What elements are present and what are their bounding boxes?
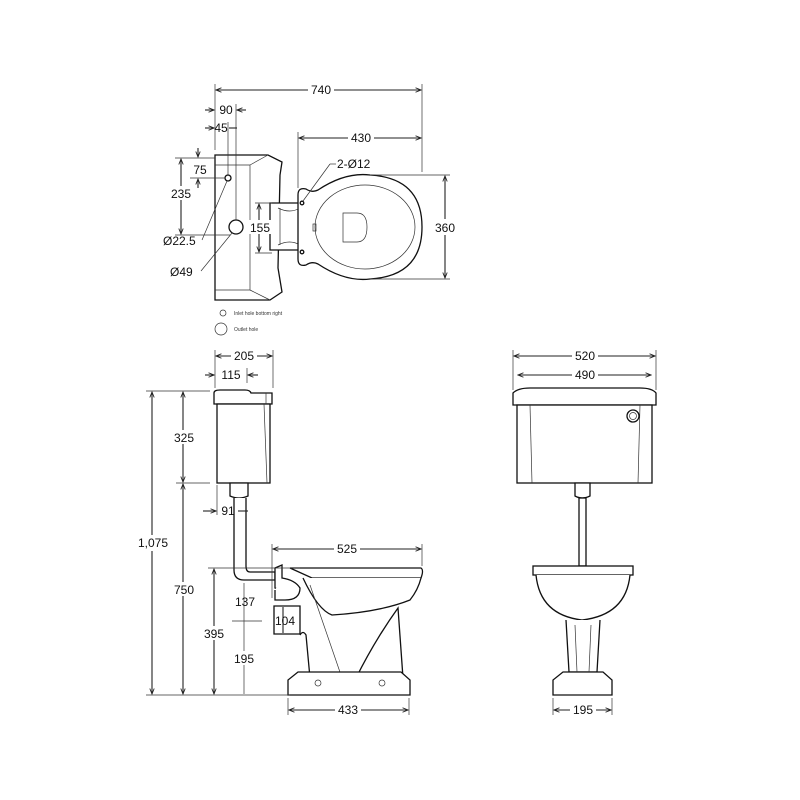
outlet-hole <box>228 219 244 235</box>
dim-91: 91 <box>221 504 235 518</box>
dim-750: 750 <box>174 583 194 597</box>
dim-155: 155 <box>250 221 270 235</box>
pan-front <box>532 565 634 696</box>
dim-104: 104 <box>275 614 295 628</box>
dim-430: 430 <box>351 131 371 145</box>
dim-740: 740 <box>311 83 331 97</box>
dim-205: 205 <box>234 349 254 363</box>
legend-outlet-symbol <box>214 322 228 336</box>
cistern-plan <box>214 154 283 301</box>
dim-45: 45 <box>214 121 228 135</box>
dim-195-front: 195 <box>573 703 593 717</box>
dim-115: 115 <box>221 368 240 382</box>
legend: Inlet hole bottom right Outlet hole <box>214 309 283 336</box>
fixing-hole <box>299 249 305 255</box>
dim-195: 195 <box>234 652 254 666</box>
legend-outlet-label: Outlet hole <box>234 327 258 333</box>
flush-pipe-front <box>578 497 587 567</box>
flush-button <box>626 409 640 423</box>
dim-235: 235 <box>171 187 191 201</box>
cistern-side <box>213 389 273 499</box>
plan-view: 740 90 45 430 2-Ø12 360 155 75 2 <box>163 82 460 336</box>
pan-plan <box>297 173 423 281</box>
dim-inlet-diameter: Ø22.5 <box>163 234 196 248</box>
dim-433: 433 <box>338 703 358 717</box>
fixing-hole <box>299 200 305 206</box>
dim-90: 90 <box>219 103 233 117</box>
dim-1075: 1,075 <box>138 536 168 550</box>
dim-137: 137 <box>235 595 255 609</box>
dim-fixing-holes: 2-Ø12 <box>337 157 371 171</box>
dim-75: 75 <box>193 163 207 177</box>
pan-side <box>287 567 424 696</box>
dim-520: 520 <box>575 349 595 363</box>
front-view: 520 490 195 <box>512 348 657 717</box>
dim-525: 525 <box>337 542 357 556</box>
dim-395: 395 <box>204 627 224 641</box>
dim-325: 325 <box>174 431 194 445</box>
dim-outlet-diameter: Ø49 <box>170 265 193 279</box>
dim-490: 490 <box>575 368 595 382</box>
side-view: 205 115 1,075 325 750 395 137 195 104 91 <box>130 348 424 717</box>
dim-360: 360 <box>435 221 455 235</box>
cistern-front <box>512 387 657 499</box>
legend-inlet-label: Inlet hole bottom right <box>234 311 283 317</box>
legend-inlet-symbol <box>219 309 227 317</box>
